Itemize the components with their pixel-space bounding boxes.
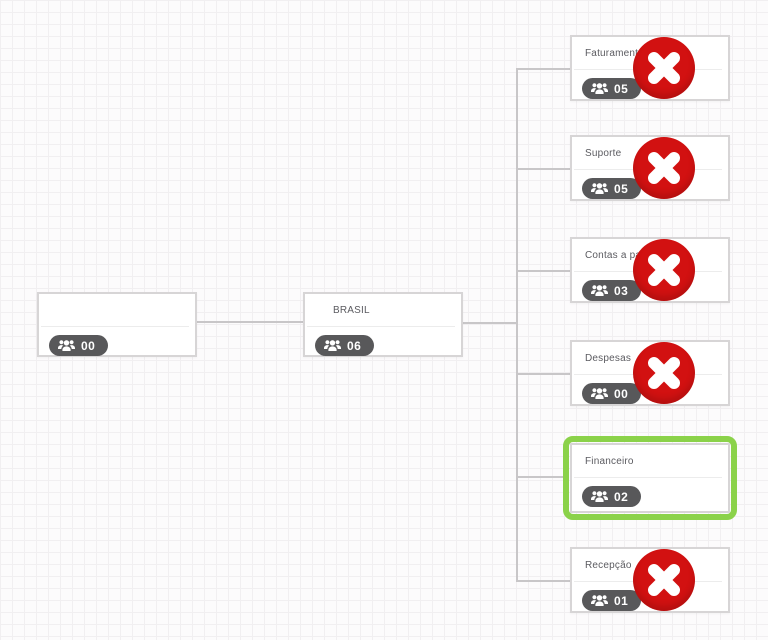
x-mark-icon	[633, 342, 695, 404]
member-count: 05	[614, 81, 629, 96]
member-count: 01	[614, 593, 629, 608]
connector-root-brasil	[197, 321, 303, 323]
x-mark-icon	[633, 239, 695, 301]
member-count-badge: 00	[49, 335, 109, 356]
node-body: 02	[572, 478, 728, 508]
org-node-root[interactable]: 00	[37, 292, 197, 357]
connector-stub-despesas	[517, 373, 570, 375]
org-node-suporte[interactable]: Suporte 05	[570, 135, 730, 201]
connector-brasil-trunk	[463, 322, 517, 324]
connector-trunk	[516, 68, 518, 582]
users-icon	[591, 388, 608, 399]
users-icon	[591, 595, 608, 606]
connector-stub-faturamento	[517, 68, 570, 70]
org-node-financeiro[interactable]: Financeiro 02	[570, 443, 730, 513]
users-icon	[58, 340, 75, 351]
org-node-brasil[interactable]: BRASIL 06	[303, 292, 463, 357]
member-count-badge: 05	[582, 178, 642, 199]
member-count: 06	[347, 338, 362, 353]
member-count-badge: 06	[315, 335, 375, 356]
connector-stub-contas	[517, 270, 570, 272]
x-mark-icon	[633, 37, 695, 99]
delete-node-button[interactable]	[633, 239, 695, 301]
delete-node-button[interactable]	[633, 37, 695, 99]
connector-stub-financeiro	[517, 476, 563, 478]
node-title: BRASIL	[305, 294, 461, 327]
org-node-contas-a-pagar[interactable]: Contas a pagar 03	[570, 237, 730, 303]
member-count: 05	[614, 181, 629, 196]
delete-node-button[interactable]	[633, 342, 695, 404]
member-count-badge: 01	[582, 590, 642, 611]
node-body: 01	[572, 582, 728, 612]
node-title	[39, 294, 195, 327]
member-count-badge: 00	[582, 383, 642, 404]
node-body: 05	[572, 170, 728, 200]
node-title: Financeiro	[572, 445, 728, 478]
delete-node-button[interactable]	[633, 137, 695, 199]
users-icon	[591, 83, 608, 94]
node-body: 05	[572, 70, 728, 100]
connector-stub-suporte	[517, 168, 570, 170]
x-mark-icon	[633, 549, 695, 611]
member-count-badge: 02	[582, 486, 642, 507]
selection-frame: Financeiro 02	[563, 436, 737, 520]
member-count: 02	[614, 489, 629, 504]
users-icon	[324, 340, 341, 351]
member-count-badge: 03	[582, 280, 642, 301]
users-icon	[591, 285, 608, 296]
delete-node-button[interactable]	[633, 549, 695, 611]
member-count-badge: 05	[582, 78, 642, 99]
users-icon	[591, 183, 608, 194]
users-icon	[591, 491, 608, 502]
org-node-faturamento[interactable]: Faturamento 05	[570, 35, 730, 101]
x-mark-icon	[633, 137, 695, 199]
member-count: 03	[614, 283, 629, 298]
node-body: 03	[572, 272, 728, 302]
member-count: 00	[614, 386, 629, 401]
member-count: 00	[81, 338, 96, 353]
org-node-despesas[interactable]: Despesas 00	[570, 340, 730, 406]
connector-stub-recepcao	[517, 580, 570, 582]
node-body: 00	[39, 327, 195, 357]
node-body: 00	[572, 375, 728, 405]
org-node-recepcao[interactable]: Recepção 01	[570, 547, 730, 613]
node-body: 06	[305, 327, 461, 357]
